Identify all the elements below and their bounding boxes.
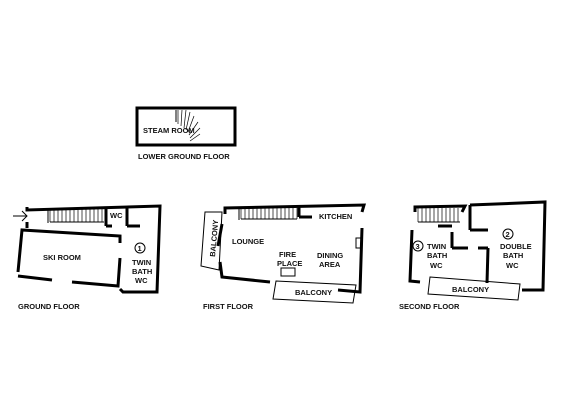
entrance-arrow-icon xyxy=(13,210,28,222)
bedroom-1-wc: WC xyxy=(135,276,148,285)
bedroom-2-bath: BATH xyxy=(503,251,523,260)
second-floor-plan: 3 TWIN BATH WC 2 DOUBLE BATH WC BALCONY … xyxy=(399,200,547,311)
ski-room-walls xyxy=(16,228,122,273)
second-floor-balcony xyxy=(427,276,521,301)
kitchen-counter xyxy=(355,237,362,249)
stair-tread xyxy=(183,109,187,129)
first-floor-stairs xyxy=(240,208,298,220)
ground-floor-title: GROUND FLOOR xyxy=(18,302,80,311)
bedroom-3-wc: WC xyxy=(430,261,443,270)
ground-wc-label: WC xyxy=(110,211,123,220)
bedroom-1-badge xyxy=(134,242,146,254)
kitchen-label: KITCHEN xyxy=(319,212,352,221)
second-floor-stairs xyxy=(417,208,460,223)
stair-tread xyxy=(189,127,201,139)
fireplace-label-2: PLACE xyxy=(277,259,302,268)
first-floor-title: FIRST FLOOR xyxy=(203,302,254,311)
fireplace-label-1: FIRE xyxy=(279,250,296,259)
lower-ground-floor-title: LOWER GROUND FLOOR xyxy=(138,152,230,161)
bedroom-2-badge xyxy=(502,228,514,240)
stair-tread xyxy=(188,121,199,136)
lower-ground-outline xyxy=(135,106,237,147)
first-floor-plan: BALCONY KITCHEN LOUNGE FIRE PLACE DINING… xyxy=(200,203,367,311)
stair-tread xyxy=(189,133,201,142)
bedroom-2-type: DOUBLE xyxy=(500,242,532,251)
ground-floor-outline xyxy=(25,204,162,294)
bedroom-3-type: TWIN xyxy=(427,242,446,251)
bedroom-3-number: 3 xyxy=(416,242,420,251)
fireplace xyxy=(280,267,296,277)
ski-room-label: SKI ROOM xyxy=(43,253,81,262)
ground-floor-stairs xyxy=(49,209,104,223)
dining-label-1: DINING xyxy=(317,251,343,260)
bedroom-3-badge xyxy=(412,240,424,252)
front-balcony xyxy=(272,280,357,304)
stair-tread xyxy=(180,109,183,127)
side-balcony xyxy=(200,211,223,271)
stair-tread xyxy=(187,115,195,133)
front-balcony-label: BALCONY xyxy=(295,288,332,297)
side-balcony-label: BALCONY xyxy=(208,219,220,257)
lower-ground-stairs xyxy=(177,109,201,142)
lounge-label: LOUNGE xyxy=(232,237,264,246)
bedroom-1-bath: BATH xyxy=(132,267,152,276)
bedroom-3-bath: BATH xyxy=(427,251,447,260)
second-floor-title: SECOND FLOOR xyxy=(399,302,460,311)
dining-label-2: AREA xyxy=(319,260,341,269)
ground-floor-plan: SKI ROOM WC 1 TWIN BATH WC GROUND FLOOR xyxy=(13,204,162,311)
bedroom-1-number: 1 xyxy=(138,244,142,253)
bedroom-2-wc: WC xyxy=(506,261,519,270)
stair-tread xyxy=(185,111,191,131)
first-floor-outline xyxy=(223,203,367,214)
steam-room-label: STEAM ROOM xyxy=(143,126,195,135)
second-floor-balcony-label: BALCONY xyxy=(452,285,489,294)
second-floor-outline xyxy=(413,204,468,213)
lower-ground-floor-plan: STEAM ROOM LOWER GROUND FLOOR xyxy=(135,106,237,161)
bedroom-2-number: 2 xyxy=(506,230,510,239)
bedroom-1-type: TWIN xyxy=(132,258,151,267)
